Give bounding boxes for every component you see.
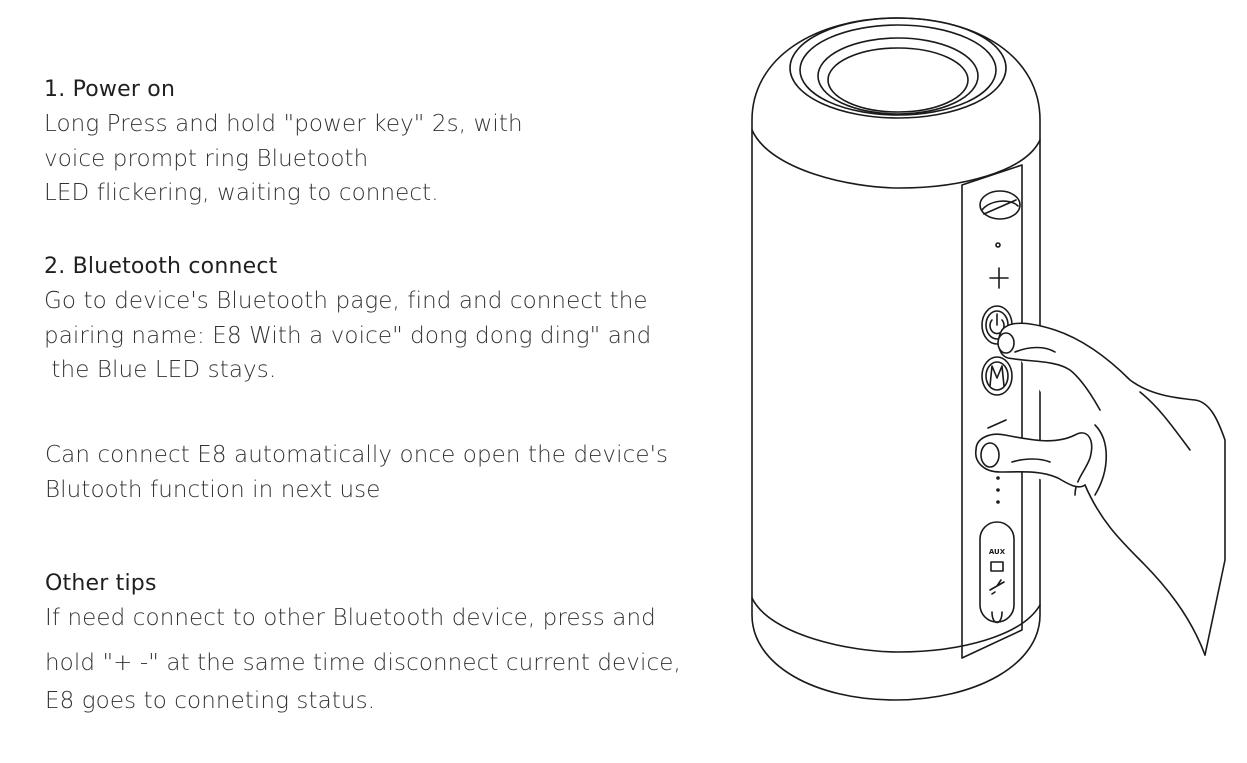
aux-label: AUX [989,548,1006,556]
indicator-dot [995,242,1001,248]
section-heading: 2. Bluetooth connect [44,254,278,279]
control-strip [961,164,1023,659]
volume-down-icon [987,419,1007,429]
section-line: Long Press and hold "power key" 2s, with [44,111,523,137]
mode-button-icon [981,356,1013,396]
status-dots [996,476,1000,504]
section-other-tips: Other tips If need connect to other Blue… [45,567,695,719]
port-cover: AUX [979,521,1015,624]
section-line: Blutooth function in next use [45,476,381,503]
section-heading: 1. Power on [44,77,176,102]
section-power-on: 1. Power on Long Press and hold "power k… [44,73,694,211]
section-line: pairing name: E8 With a voice" dong dong… [44,322,652,349]
section-line: voice prompt ring Bluetooth [44,145,369,172]
strap-loop-icon [979,190,1021,220]
speaker-illustration: AUX [751,17,1226,701]
cover-tab [991,611,1003,624]
section-auto-connect: Can connect E8 automatically once open t… [45,438,695,507]
section-line: If need connect to other Bluetooth devic… [45,605,656,631]
section-line: LED flickering, waiting to connect. [44,180,439,206]
section-line: Go to device's Bluetooth page, find and … [44,288,648,314]
section-heading: Other tips [45,571,157,596]
volume-up-icon [989,267,1009,289]
section-bluetooth-connect: 2. Bluetooth connect Go to device's Blue… [44,250,694,388]
section-line: E8 goes to conneting status. [45,688,376,714]
section-line: hold "+ -" at the same time disconnect c… [45,649,681,676]
top-grille [789,17,1007,119]
card-slot-icon [990,561,1004,572]
section-line: the Blue LED stays. [44,357,277,383]
section-line: Can connect E8 automatically once open t… [45,442,669,468]
usb-icon [989,579,1005,595]
speaker-body [751,17,1041,701]
hand-illustration [975,322,1226,656]
